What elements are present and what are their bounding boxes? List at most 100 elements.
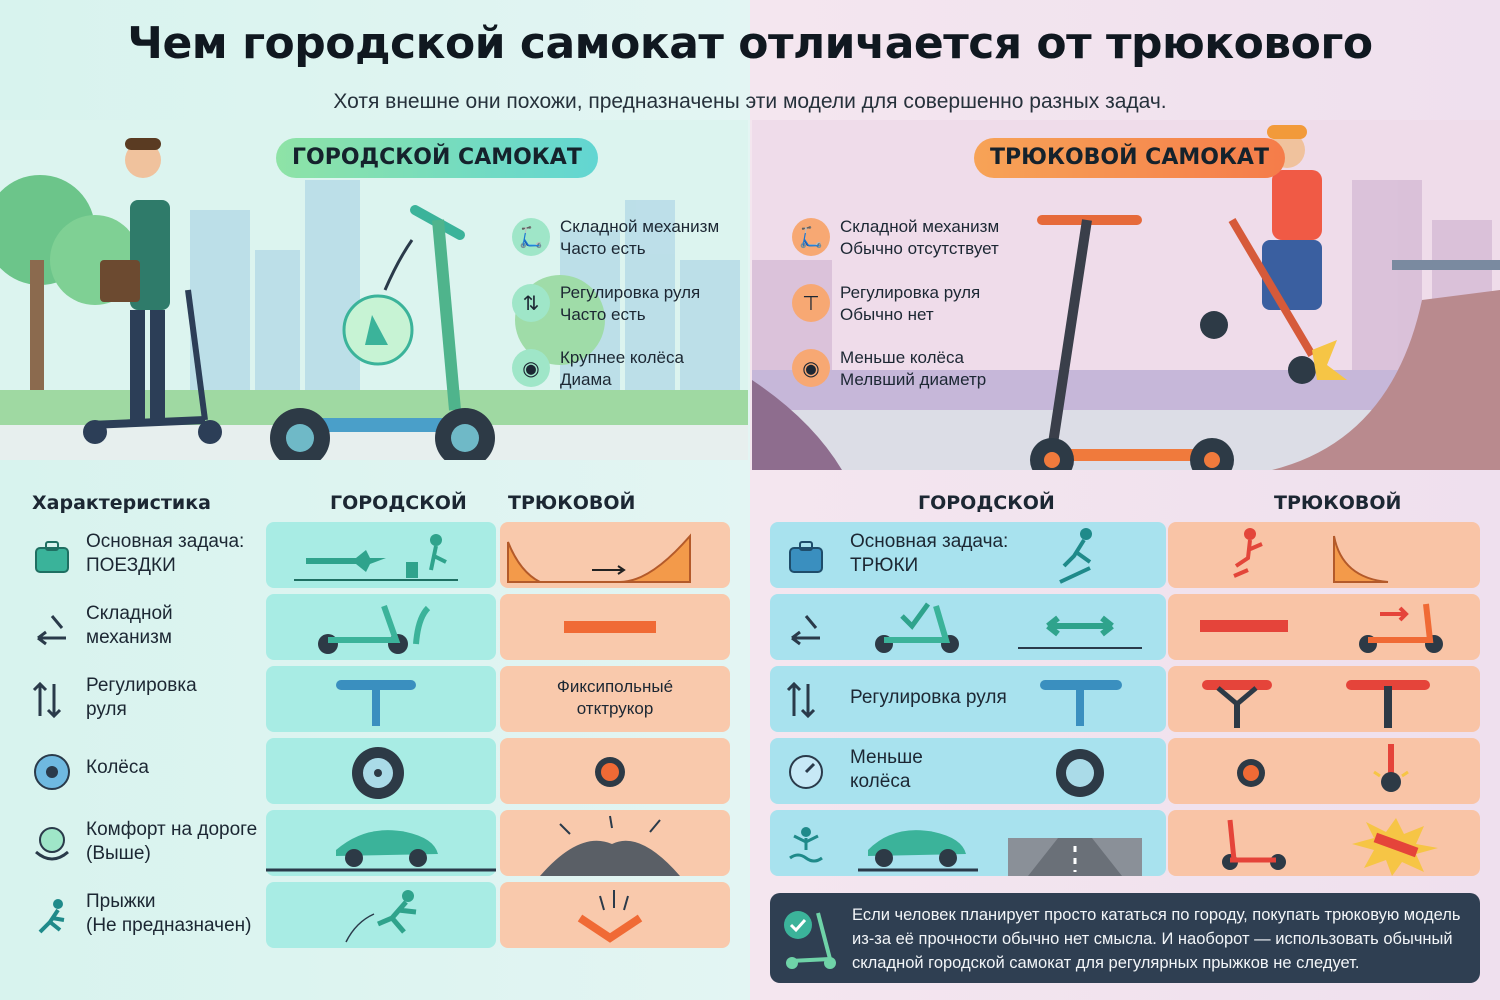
quarter-pipe-icon (1333, 535, 1389, 583)
city-feature-1-value: Часто есть (560, 239, 646, 258)
city-feature-wheels: ◉ Крупнее колёса Диама (512, 345, 742, 393)
city-feature-2-value: Часто есть (560, 305, 646, 324)
row-2-sublabel: механизм (86, 627, 172, 648)
large-wheel-icon (352, 747, 404, 799)
row-5-label: Комфорт на дороге (86, 819, 258, 840)
small-wheel-icon (1237, 759, 1265, 787)
scooter-trick-rider-icon (1059, 528, 1092, 584)
t-bar-icon (1346, 680, 1430, 728)
header-characteristic: Характеристика (32, 492, 211, 514)
city-feature-handlebar: ⇅ Регулировка руля Часто есть (512, 280, 742, 328)
right-row-4-label: Меньше (850, 747, 923, 768)
table-row: Складной механизм (22, 594, 730, 660)
right-row-1-label: Основная задача: (850, 531, 1009, 552)
page-subtitle: Хотя внешне они похожи, предназначены эт… (333, 90, 1167, 113)
header-city: ГОРОДСКОЙ (918, 492, 1055, 514)
conclusion-note (770, 893, 1480, 983)
falling-rider-icon (1233, 528, 1263, 578)
wheel-icon (32, 752, 72, 792)
folding-scooter-icon: 🛴 (512, 218, 550, 256)
trick-feature-1-value: Обычно отсутствует (840, 239, 999, 258)
crash-burst-icon (1352, 818, 1438, 876)
city-feature-folding: 🛴 Складной механизм Часто есть (512, 214, 742, 262)
large-wheel-icon (1056, 749, 1104, 797)
row-1-sublabel: ПОЕЗДКИ (86, 555, 176, 576)
table-row: Регулировка руля Фиксипольныé отктрукор (22, 666, 730, 732)
trick-feature-handlebar: ⊤ Регулировка руля Обычно нет (792, 280, 1022, 328)
table-row: Основная задача: ТРЮКИ (770, 522, 1480, 588)
city-feature-2-title: Регулировка руля (560, 283, 701, 302)
skatepark-scene-illustration (752, 120, 1500, 470)
city-feature-3-value: Диама (560, 370, 612, 389)
city-feature-1-title: Складной механизм (560, 217, 720, 236)
right-row-4-sublabel: колёса (850, 771, 911, 792)
table-row: Меньше колёса (770, 738, 1480, 804)
scooter-checkmark-icon (784, 911, 836, 969)
city-cell (266, 810, 496, 876)
person-wave-icon (786, 824, 826, 864)
fixed-bar-label-1: Фиксипольныé (556, 677, 674, 696)
trick-feature-wheels: ◉ Меньше колёса Мелвший диаметр (792, 345, 1022, 393)
note-line-2: из-за её прочности обычно нет смысла. И … (852, 930, 1453, 948)
height-adjust-icon (786, 680, 826, 720)
table-row: Колёса (22, 738, 730, 804)
city-feature-3-title: Крупнее колёса (560, 348, 684, 367)
page-title: Чем городской самокат отличается от трюк… (127, 18, 1373, 69)
halfpipe-ramp-icon (507, 533, 691, 583)
fixed-deck-bar-icon (1200, 620, 1288, 632)
trick-cell (500, 594, 730, 660)
header-city: ГОРОДСКОЙ (330, 492, 467, 514)
smooth-car-icon (266, 830, 496, 872)
trick-scooter-icon (1222, 819, 1286, 870)
row-4-label: Колёса (86, 757, 149, 778)
row-2-label: Складной (86, 603, 173, 624)
briefcase-icon (786, 536, 826, 576)
table-row: Основная задача: ПОЕЗДКИ (22, 522, 730, 588)
note-line-3: складной городской самокат для регулярны… (852, 954, 1360, 972)
row-6-label: Прыжки (86, 891, 156, 912)
table-row: Комфорт на дороге (Выше) (22, 810, 730, 876)
impact-wheel-icon (1373, 744, 1409, 792)
note-line-1: Если человек планирует просто кататься п… (852, 906, 1461, 924)
left-comparison-table: Характеристика ГОРОДСКОЙ ТРЮКОВОЙ Основн… (0, 470, 750, 970)
row-3-label: Регулировка (86, 675, 197, 696)
fold-arrow-icon (32, 608, 72, 648)
row-5-sublabel: (Выше) (86, 843, 151, 864)
row-3-sublabel: руля (86, 699, 127, 720)
small-wheel-icon (595, 757, 625, 787)
city-cell (266, 666, 496, 732)
row-6-sublabel: (Не предназначен) (86, 915, 252, 936)
plane-traveler-icon (294, 534, 458, 581)
adjustable-handlebar-icon (1040, 680, 1122, 726)
trick-panel-title: ТРЮКОВОЙ САМОКАТ (974, 138, 1285, 178)
trick-feature-3-value: Мелвший диаметр (840, 370, 987, 389)
t-bar-icon: ⊤ (792, 284, 830, 322)
fixed-bar-label-2: отктрукор (576, 699, 654, 718)
broken-scooter-icon (577, 890, 643, 943)
trick-cell (500, 810, 730, 876)
gauge-icon (786, 752, 826, 792)
folding-scooter-check-icon (875, 602, 959, 653)
rigid-scooter-icon (1359, 603, 1443, 653)
t-bar-icon (1202, 680, 1272, 728)
city-cell (266, 882, 496, 948)
trick-feature-2-title: Регулировка руля (840, 283, 981, 302)
row-1-label: Основная задача: (86, 531, 245, 552)
trick-feature-1-title: Складной механизм (840, 217, 1000, 236)
adjustable-handlebar-icon (336, 680, 416, 726)
trick-cell (500, 738, 730, 804)
right-row-1-sublabel: ТРЮКИ (850, 555, 919, 576)
folding-scooter-icon (318, 605, 431, 654)
table-row: Прыжки (Не предназначен) (22, 882, 730, 948)
smooth-car-icon (858, 830, 978, 872)
comfort-icon (32, 824, 72, 864)
city-panel-title: ГОРОДСКОЙ САМОКАТ (276, 138, 598, 178)
height-adjust-icon (32, 680, 72, 720)
jumping-person-icon (32, 896, 72, 936)
right-comparison-table: ГОРОДСКОЙ ТРЮКОВОЙ Основная задача: ТРЮК… (752, 470, 1500, 890)
trick-feature-2-value: Обычно нет (840, 305, 934, 324)
small-wheel-icon: ◉ (792, 349, 830, 387)
table-row: Регулировка руля (770, 666, 1480, 732)
table-row (770, 810, 1480, 876)
double-arrow-icon (1018, 615, 1142, 649)
